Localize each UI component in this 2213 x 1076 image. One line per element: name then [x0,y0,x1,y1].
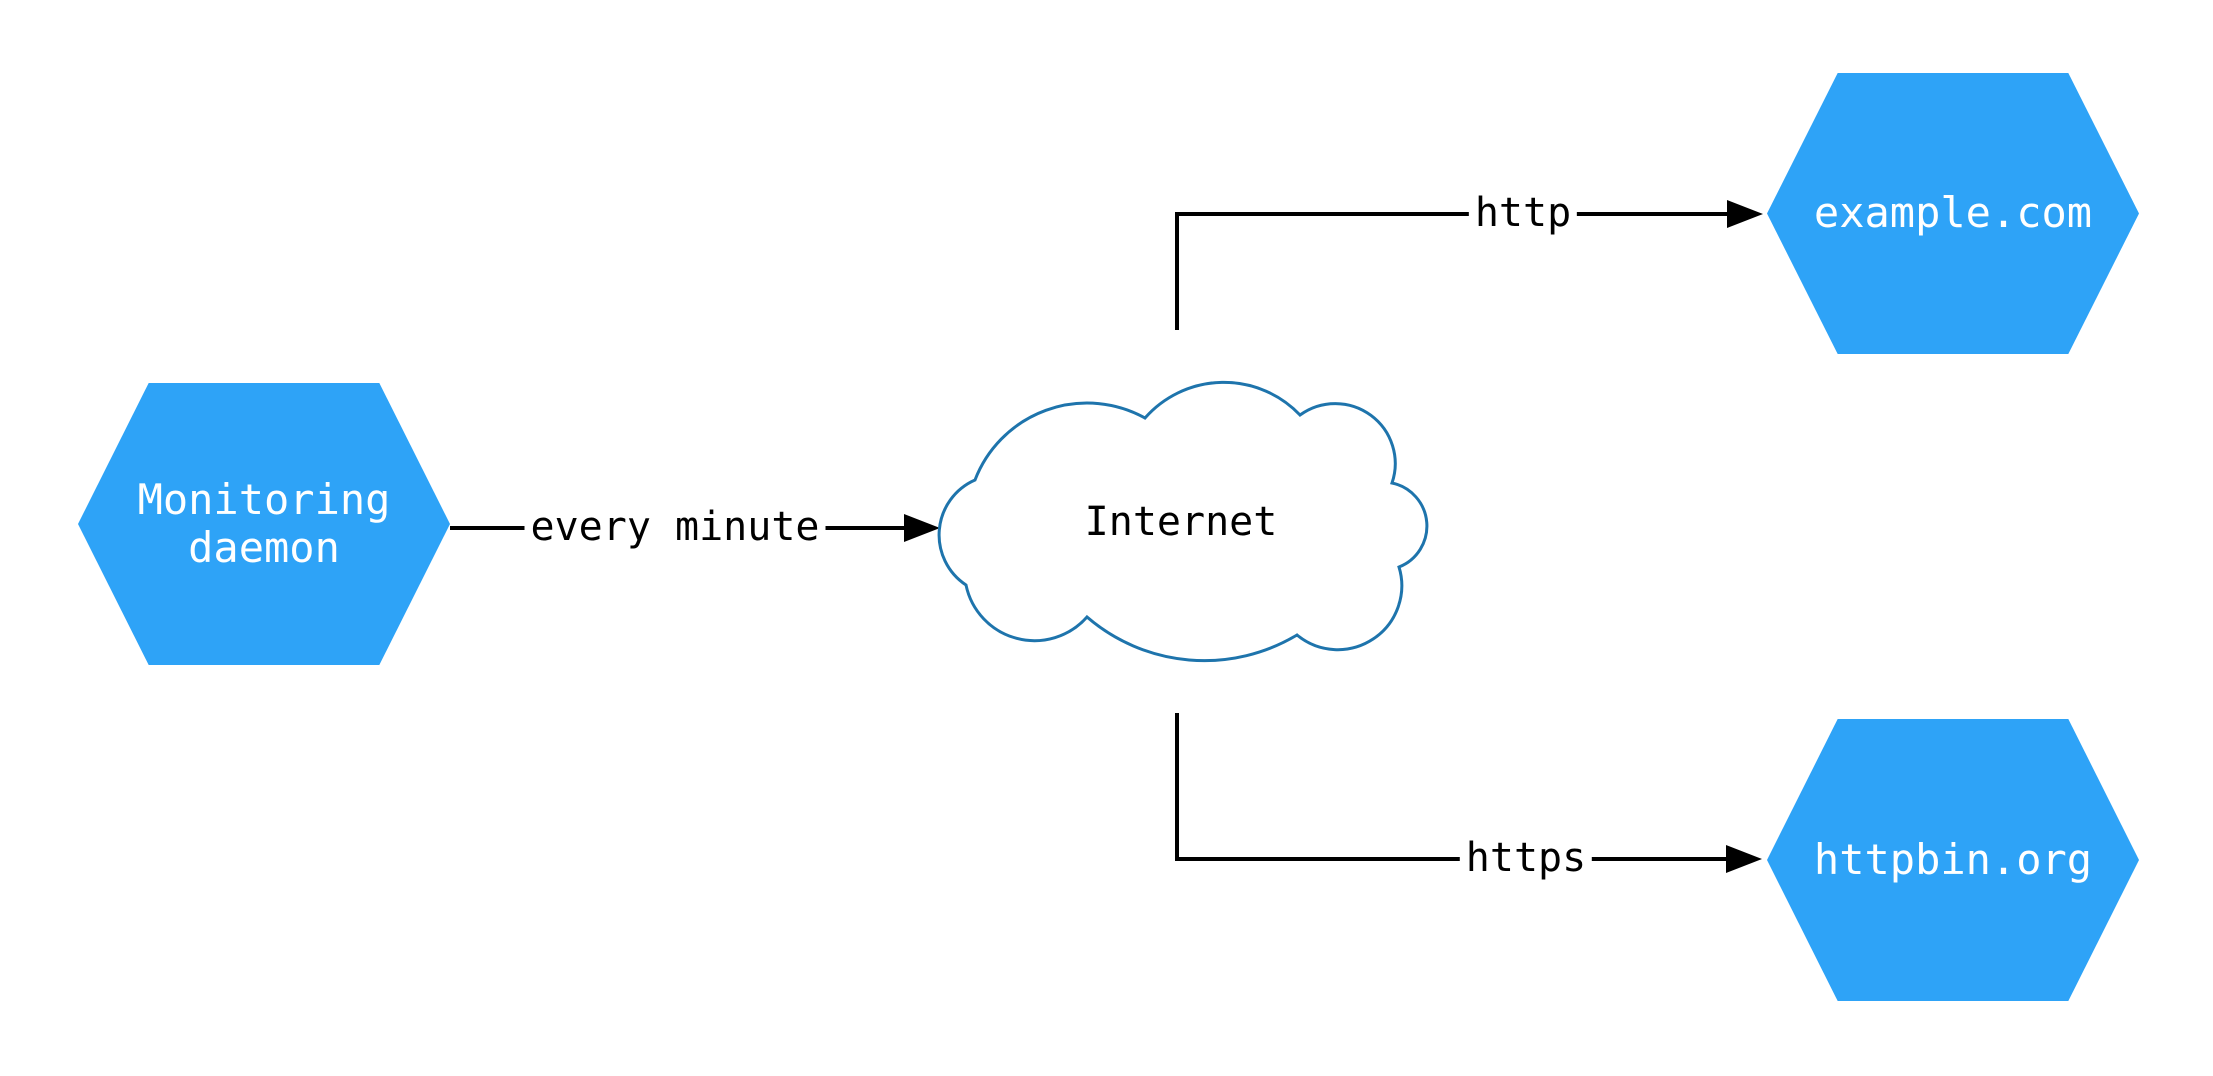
edge-http-arrowhead [1727,200,1763,228]
node-monitoring-daemon: Monitoring daemon [78,383,450,665]
node-internet-label: Internet [1084,499,1278,545]
edge-https-label: https [1459,836,1593,880]
node-httpbin-org-label: httpbin.org [1813,834,2093,884]
node-httpbin-org: httpbin.org [1767,719,2139,1001]
node-example-com-label: example.com [1813,188,2093,238]
node-monitoring-daemon-label-line2: daemon [188,523,340,572]
node-example-com: example.com [1767,73,2139,354]
edge-every-minute-arrowhead [904,514,940,542]
internet-cloud-shape [937,380,1429,663]
edge-http-label: http [1468,191,1578,235]
node-monitoring-daemon-label-line1: Monitoring [137,474,391,524]
edge-every-minute-label: every minute [524,505,826,549]
edge-https-arrowhead [1726,845,1762,873]
edge-http-line [1175,212,1731,330]
edge-https-line [1175,713,1730,861]
